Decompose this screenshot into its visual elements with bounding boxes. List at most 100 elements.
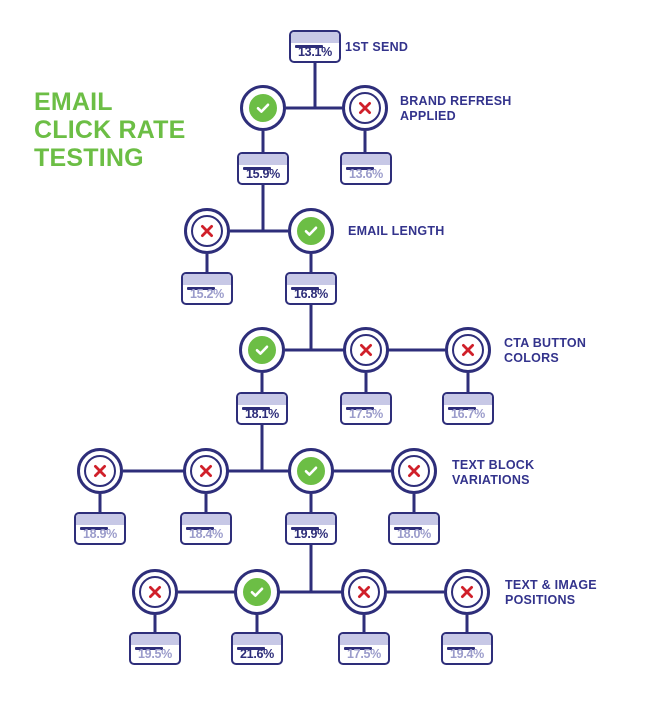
- check-icon: [241, 576, 273, 608]
- card-percent: 15.2%: [190, 287, 224, 301]
- result-card[interactable]: 18.9%: [74, 512, 126, 545]
- card-rule-line: [394, 527, 422, 530]
- card-rule-line: [243, 167, 271, 170]
- card-rule-line: [447, 647, 475, 650]
- card-header-band: [131, 634, 179, 645]
- node-winner[interactable]: [234, 569, 280, 615]
- card-rule-line: [291, 527, 319, 530]
- cross-icon: [452, 334, 484, 366]
- result-card[interactable]: 19.9%: [285, 512, 337, 545]
- card-rule-line: [80, 527, 108, 530]
- card-percent: 18.4%: [189, 527, 223, 541]
- result-card[interactable]: 21.6%: [231, 632, 283, 665]
- card-rule-line: [135, 647, 163, 650]
- node-winner[interactable]: [288, 208, 334, 254]
- result-card[interactable]: 18.0%: [388, 512, 440, 545]
- check-icon: [295, 455, 327, 487]
- result-card[interactable]: 16.8%: [285, 272, 337, 305]
- card-rule-line: [187, 287, 215, 290]
- row-label-1st-send: 1ST SEND: [345, 40, 409, 54]
- card-percent: 19.9%: [294, 527, 328, 541]
- row-label-text-block-variations: TEXT BLOCK VARIATIONS: [452, 458, 535, 487]
- card-header-band: [183, 274, 231, 285]
- title-line-2: CLICK RATE: [34, 116, 186, 144]
- node-loser[interactable]: [183, 448, 229, 494]
- node-winner[interactable]: [240, 85, 286, 131]
- card-percent: 15.9%: [246, 167, 280, 181]
- card-percent: 21.6%: [240, 647, 274, 661]
- card-rule-line: [344, 647, 372, 650]
- node-loser[interactable]: [391, 448, 437, 494]
- card-header-band: [342, 394, 390, 405]
- result-card[interactable]: 17.5%: [338, 632, 390, 665]
- card-header-band: [182, 514, 230, 525]
- card-header-band: [287, 274, 335, 285]
- node-loser[interactable]: [342, 85, 388, 131]
- card-header-band: [76, 514, 124, 525]
- result-card[interactable]: 19.4%: [441, 632, 493, 665]
- card-rule-line: [242, 407, 270, 410]
- card-percent: 17.5%: [347, 647, 381, 661]
- result-card[interactable]: 17.5%: [340, 392, 392, 425]
- node-loser[interactable]: [132, 569, 178, 615]
- result-card[interactable]: 15.9%: [237, 152, 289, 185]
- check-icon: [246, 334, 278, 366]
- card-rule-line: [295, 45, 323, 48]
- card-header-band: [287, 514, 335, 525]
- cross-icon: [191, 215, 223, 247]
- result-card[interactable]: 18.4%: [180, 512, 232, 545]
- card-header-band: [390, 514, 438, 525]
- node-loser[interactable]: [77, 448, 123, 494]
- result-card[interactable]: 18.1%: [236, 392, 288, 425]
- page-title: EMAIL CLICK RATE TESTING: [34, 88, 234, 172]
- row-label-brand-refresh-applied: BRAND REFRESH APPLIED: [400, 94, 512, 123]
- card-header-band: [340, 634, 388, 645]
- card-percent: 19.4%: [450, 647, 484, 661]
- title-line-1: EMAIL: [34, 88, 113, 116]
- node-winner[interactable]: [288, 448, 334, 494]
- node-winner[interactable]: [239, 327, 285, 373]
- card-rule-line: [186, 527, 214, 530]
- card-header-band: [443, 634, 491, 645]
- row-label-cta-button-colors: CTA BUTTON COLORS: [504, 336, 587, 365]
- card-header-band: [239, 154, 287, 165]
- node-loser[interactable]: [445, 327, 491, 373]
- node-loser[interactable]: [343, 327, 389, 373]
- cross-icon: [190, 455, 222, 487]
- card-header-band: [291, 32, 339, 43]
- card-header-band: [233, 634, 281, 645]
- cross-icon: [348, 576, 380, 608]
- row-label-text-and-image-positions: TEXT & IMAGE POSITIONS: [505, 578, 597, 607]
- card-percent: 19.5%: [138, 647, 172, 661]
- card-rule-line: [448, 407, 476, 410]
- card-header-band: [342, 154, 390, 165]
- card-header-band: [238, 394, 286, 405]
- card-rule-line: [237, 647, 265, 650]
- card-percent: 18.1%: [245, 407, 279, 421]
- card-header-band: [444, 394, 492, 405]
- card-percent: 16.8%: [294, 287, 328, 301]
- cross-icon: [451, 576, 483, 608]
- node-loser[interactable]: [341, 569, 387, 615]
- cross-icon: [350, 334, 382, 366]
- check-icon: [295, 215, 327, 247]
- result-card[interactable]: 13.1%: [289, 30, 341, 63]
- card-rule-line: [291, 287, 319, 290]
- card-percent: 17.5%: [349, 407, 383, 421]
- result-card[interactable]: 19.5%: [129, 632, 181, 665]
- node-loser[interactable]: [444, 569, 490, 615]
- check-icon: [247, 92, 279, 124]
- result-card[interactable]: 13.6%: [340, 152, 392, 185]
- card-percent: 13.1%: [298, 45, 332, 59]
- card-percent: 13.6%: [349, 167, 383, 181]
- result-card[interactable]: 15.2%: [181, 272, 233, 305]
- card-rule-line: [346, 407, 374, 410]
- cross-icon: [398, 455, 430, 487]
- cross-icon: [84, 455, 116, 487]
- row-label-email-length: EMAIL LENGTH: [348, 224, 445, 238]
- node-loser[interactable]: [184, 208, 230, 254]
- result-card[interactable]: 16.7%: [442, 392, 494, 425]
- cross-icon: [349, 92, 381, 124]
- card-rule-line: [346, 167, 374, 170]
